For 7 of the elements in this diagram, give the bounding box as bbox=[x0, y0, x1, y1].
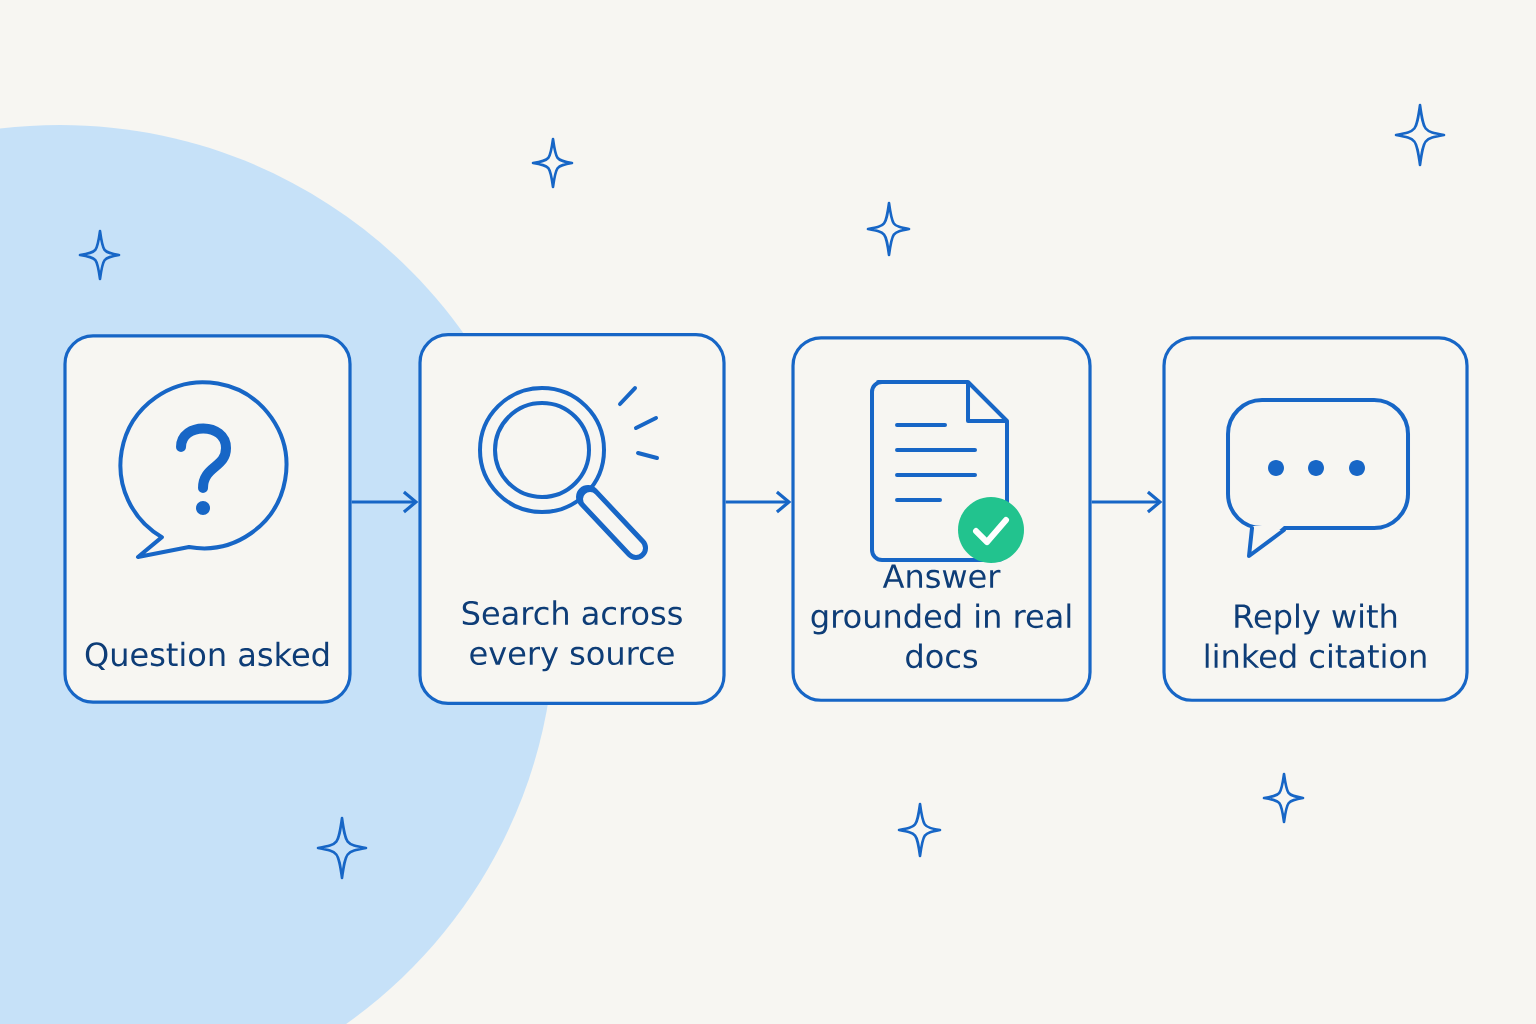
step-box: Question asked bbox=[63, 334, 352, 704]
arrow bbox=[1091, 490, 1163, 514]
step-box: Answer grounded in real docs bbox=[791, 336, 1092, 702]
arrow bbox=[725, 490, 792, 514]
step-box: Reply with linked citation bbox=[1162, 336, 1469, 702]
arrow bbox=[351, 490, 419, 514]
step-box: Search across every source bbox=[418, 333, 726, 705]
